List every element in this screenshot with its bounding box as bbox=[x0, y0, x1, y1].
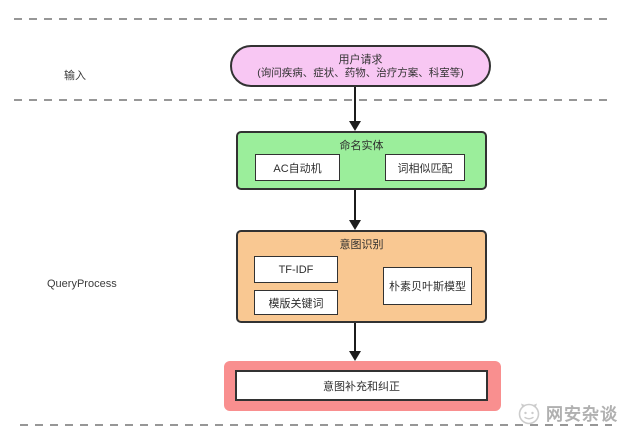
arrow-down-3 bbox=[354, 323, 356, 352]
node-intent-correction: 意图补充和纠正 bbox=[224, 361, 501, 411]
lane-divider-top bbox=[14, 18, 610, 20]
subnode-template-keywords: 模版关键词 bbox=[254, 290, 338, 315]
subnode-word-similarity: 词相似匹配 bbox=[385, 154, 465, 181]
lane-label-query-process: QueryProcess bbox=[47, 278, 117, 290]
arrowhead-down-icon bbox=[349, 121, 361, 131]
user-request-subtitle: (询问疾病、症状、药物、治疗方案、科室等) bbox=[257, 66, 464, 79]
cat-logo-icon bbox=[518, 403, 540, 424]
arrowhead-down-icon bbox=[349, 220, 361, 230]
intent-correction-label: 意图补充和纠正 bbox=[235, 370, 488, 401]
lane-divider-bottom bbox=[20, 424, 612, 426]
user-request-title: 用户请求 bbox=[338, 53, 383, 66]
intent-recognition-title: 意图识别 bbox=[339, 239, 384, 251]
named-entity-title: 命名实体 bbox=[339, 140, 384, 152]
arrow-down-2 bbox=[354, 190, 356, 221]
lane-label-input: 输入 bbox=[64, 70, 86, 82]
subnode-ac-automaton: AC自动机 bbox=[255, 154, 340, 181]
arrowhead-down-icon bbox=[349, 351, 361, 361]
node-user-request: 用户请求 (询问疾病、症状、药物、治疗方案、科室等) bbox=[230, 45, 491, 87]
arrow-down-1 bbox=[354, 87, 356, 122]
watermark-text: 网安杂谈 bbox=[546, 405, 618, 424]
node-intent-recognition: 意图识别 TF-IDF 模版关键词 朴素贝叶斯模型 bbox=[236, 230, 487, 323]
watermark: 网安杂谈 bbox=[517, 400, 618, 425]
lane-divider-middle bbox=[14, 99, 610, 101]
subnode-tfidf: TF-IDF bbox=[254, 256, 338, 283]
node-named-entity: 命名实体 AC自动机 词相似匹配 bbox=[236, 131, 487, 190]
subnode-naive-bayes: 朴素贝叶斯模型 bbox=[383, 267, 472, 305]
